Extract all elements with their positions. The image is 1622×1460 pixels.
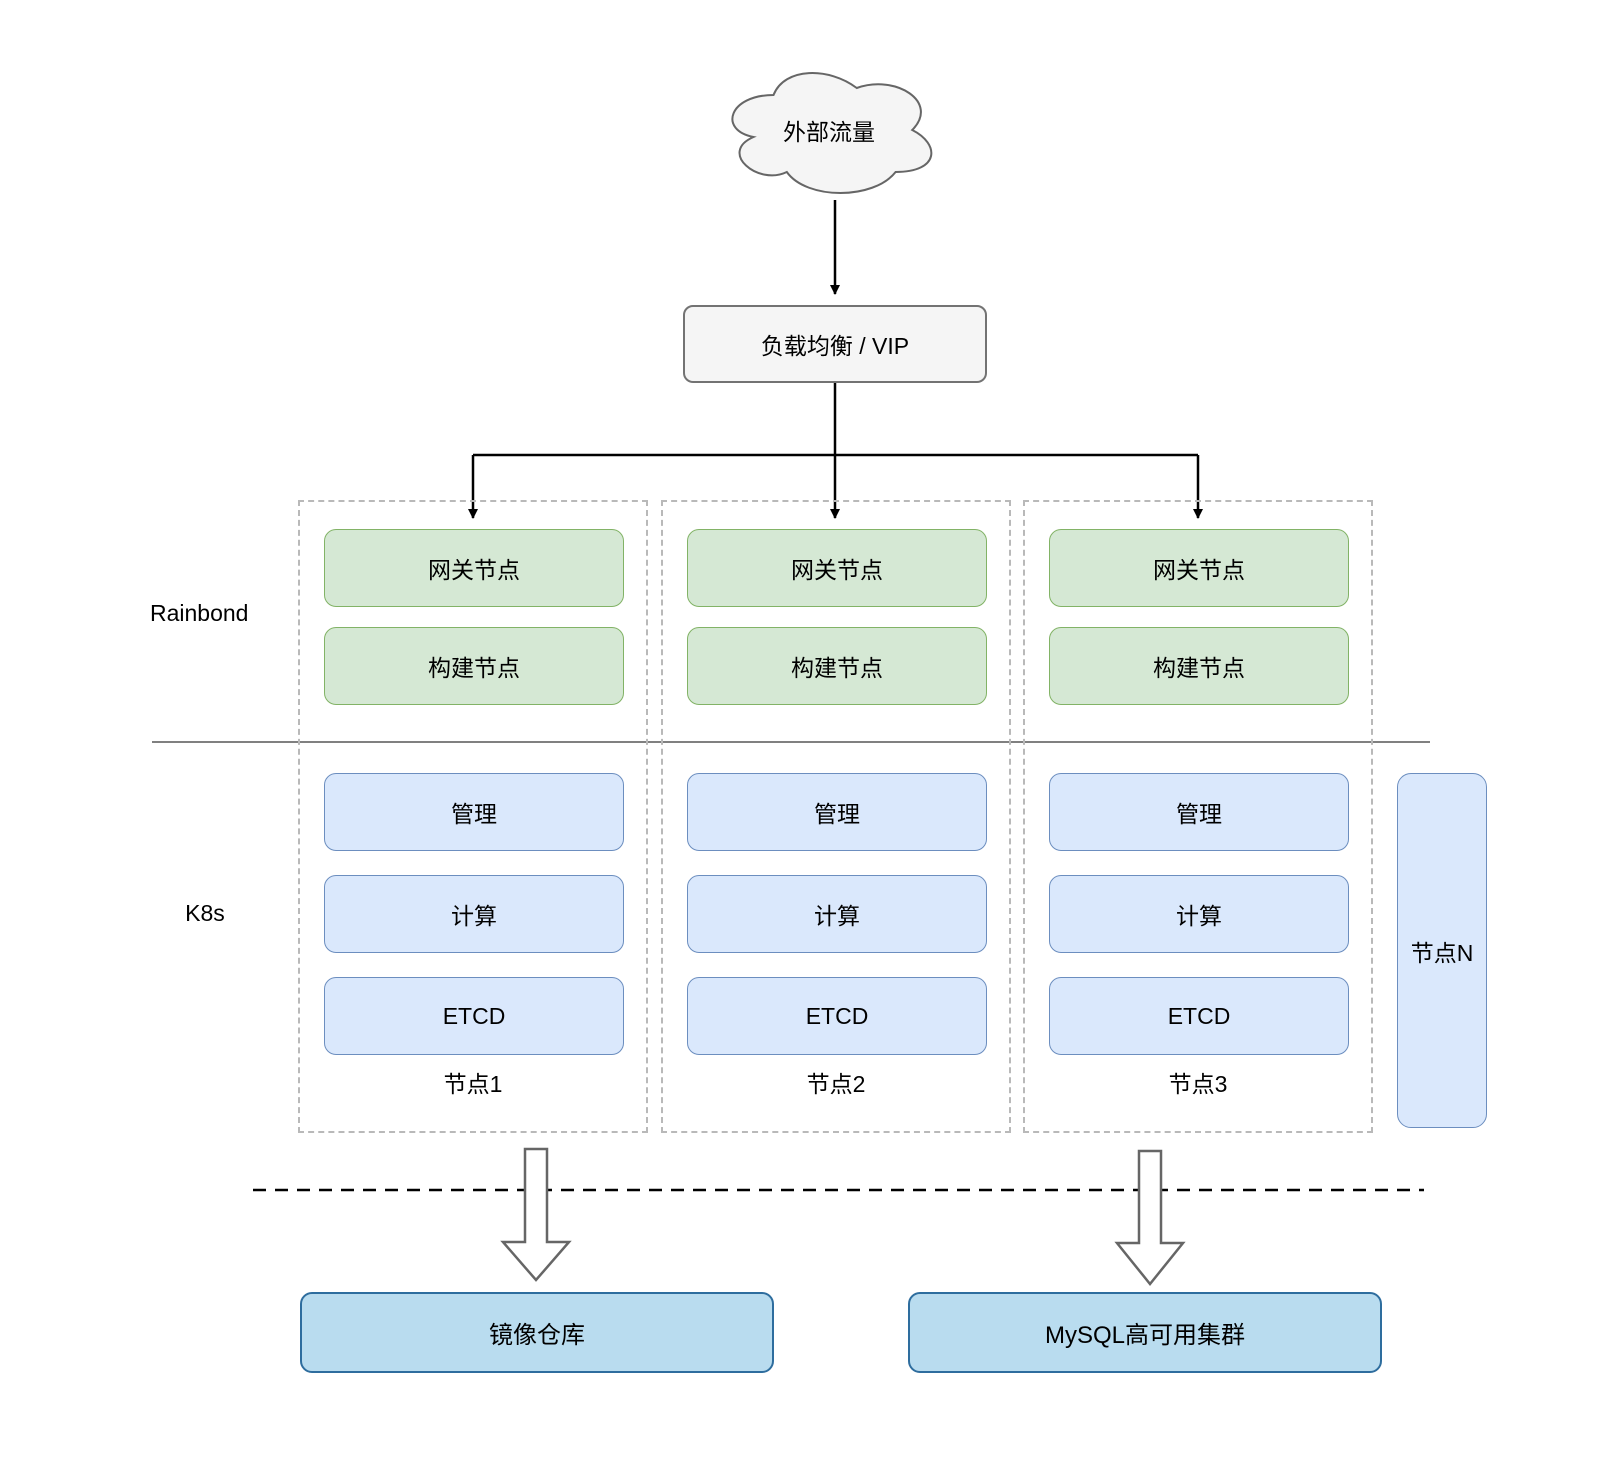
compute-box: 计算 [1049, 875, 1349, 953]
gateway-node-box: 网关节点 [1049, 529, 1349, 607]
node-column-1: 网关节点 构建节点 管理 计算 ETCD 节点1 [298, 500, 648, 1133]
external-traffic-label: 外部流量 [783, 119, 875, 145]
node-n-box: 节点N [1397, 773, 1487, 1128]
image-registry-box: 镜像仓库 [300, 1292, 774, 1373]
registry-block-arrow [500, 1147, 572, 1282]
etcd-box: ETCD [324, 977, 624, 1055]
compute-box: 计算 [324, 875, 624, 953]
manage-box: 管理 [1049, 773, 1349, 851]
node-1-label: 节点1 [443, 1071, 503, 1097]
build-node-box: 构建节点 [687, 627, 987, 705]
external-traffic-cloud [731, 72, 933, 194]
compute-box: 计算 [687, 875, 987, 953]
mysql-ha-cluster-box: MySQL高可用集群 [908, 1292, 1382, 1373]
k8s-layer-label: K8s [185, 900, 225, 926]
load-balancer-box: 负载均衡 / VIP [683, 305, 987, 383]
manage-box: 管理 [324, 773, 624, 851]
node-3-label: 节点3 [1168, 1071, 1228, 1097]
node-2-label: 节点2 [806, 1071, 866, 1097]
build-node-box: 构建节点 [1049, 627, 1349, 705]
mysql-block-arrow [1114, 1149, 1186, 1286]
gateway-node-box: 网关节点 [687, 529, 987, 607]
build-node-box: 构建节点 [324, 627, 624, 705]
node-column-3: 网关节点 构建节点 管理 计算 ETCD 节点3 [1023, 500, 1373, 1133]
gateway-node-box: 网关节点 [324, 529, 624, 607]
rainbond-layer-label: Rainbond [150, 600, 249, 626]
node-column-2: 网关节点 构建节点 管理 计算 ETCD 节点2 [661, 500, 1011, 1133]
etcd-box: ETCD [1049, 977, 1349, 1055]
etcd-box: ETCD [687, 977, 987, 1055]
manage-box: 管理 [687, 773, 987, 851]
